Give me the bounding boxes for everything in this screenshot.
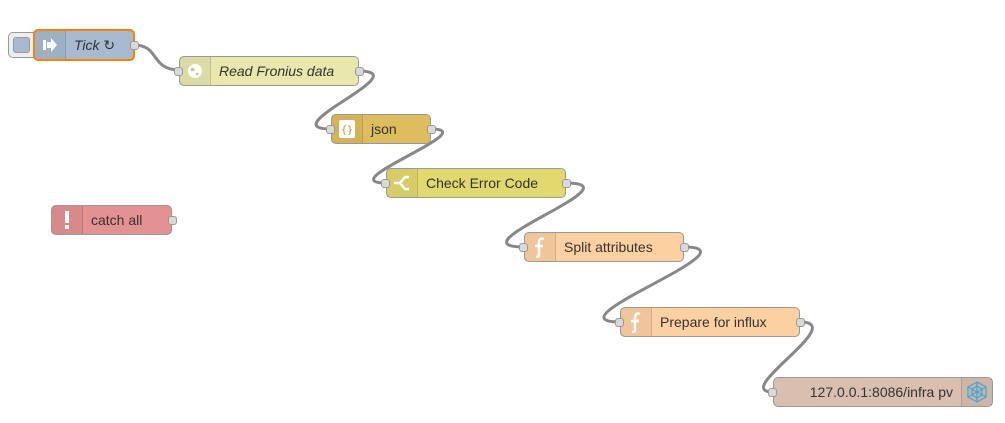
node-label: json xyxy=(371,121,397,137)
node-label: Prepare for influx xyxy=(660,314,767,330)
output-port[interactable] xyxy=(680,243,689,252)
node-label: Tick ↻ xyxy=(74,36,116,53)
input-port[interactable] xyxy=(381,179,390,188)
node-prepare-for-influx[interactable]: Prepare for influx xyxy=(615,307,805,337)
output-port[interactable] xyxy=(355,67,364,76)
function-icon xyxy=(621,308,652,336)
wire-prepare-to-influx[interactable] xyxy=(762,320,814,394)
wire-read-to-json[interactable] xyxy=(314,69,375,131)
node-label: Split attributes xyxy=(564,239,653,255)
input-port[interactable] xyxy=(326,125,335,134)
node-influxdb-out[interactable]: 127.0.0.1:8086/infra pv xyxy=(768,377,993,407)
output-port[interactable] xyxy=(168,216,177,225)
braces-icon: {} xyxy=(332,115,363,143)
inject-arrow-icon xyxy=(35,31,66,59)
output-port[interactable] xyxy=(796,318,805,327)
exclamation-icon xyxy=(52,206,83,234)
output-port[interactable] xyxy=(130,41,139,50)
wire-json-to-switch[interactable] xyxy=(372,127,444,185)
node-read-fronius[interactable]: Read Fronius data xyxy=(174,56,364,86)
node-label: Read Fronius data xyxy=(219,63,335,79)
node-catch-all[interactable]: catch all xyxy=(51,205,177,235)
output-port[interactable] xyxy=(427,125,436,134)
node-label: catch all xyxy=(91,212,143,228)
globe-icon xyxy=(180,57,211,85)
wire-tick-to-read[interactable] xyxy=(133,43,181,72)
wire-split-to-prepare[interactable] xyxy=(602,245,703,324)
node-tick[interactable]: Tick ↻ xyxy=(33,29,139,61)
input-port[interactable] xyxy=(768,388,777,397)
node-label: Check Error Code xyxy=(426,175,539,191)
output-port[interactable] xyxy=(562,179,571,188)
input-port[interactable] xyxy=(519,243,528,252)
function-icon xyxy=(525,233,556,261)
input-port[interactable] xyxy=(174,67,183,76)
node-check-error-code[interactable]: Check Error Code xyxy=(381,168,571,198)
inject-trigger-button[interactable] xyxy=(8,32,36,58)
svg-text:{}: {} xyxy=(341,125,353,136)
switch-icon xyxy=(387,169,418,197)
inject-trigger-square xyxy=(13,37,30,53)
wire-switch-to-split[interactable] xyxy=(505,181,585,249)
input-port[interactable] xyxy=(615,318,624,327)
influxdb-icon xyxy=(961,378,992,406)
node-json[interactable]: {} json xyxy=(326,114,436,144)
node-split-attributes[interactable]: Split attributes xyxy=(519,232,689,262)
node-label: 127.0.0.1:8086/infra pv xyxy=(809,384,953,400)
